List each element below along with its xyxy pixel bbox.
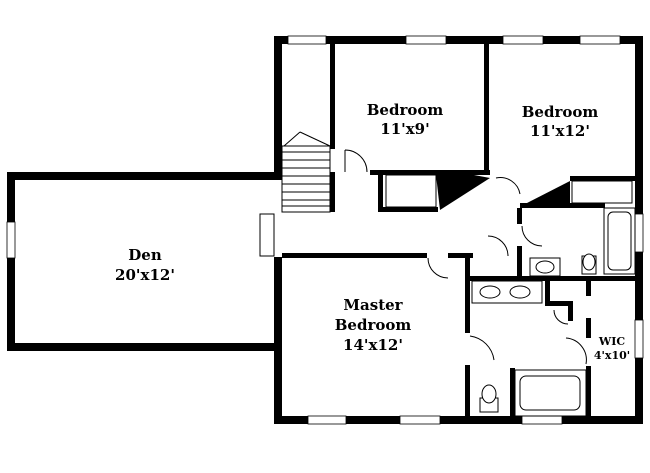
bedroom-2-name: Bedroom [522,103,599,121]
master-size: 14'x12' [343,336,403,354]
bedroom-2-size: 11'x12' [530,122,590,140]
wic-size: 4'x10' [594,349,630,362]
master-name-line-1: Master [343,296,403,314]
master-name-line-2: Bedroom [335,316,412,334]
exterior-walls [7,36,643,424]
room-label-master-bedroom: Master Bedroom 14'x12' [335,296,412,354]
bath-fixtures [471,207,636,417]
room-label-bedroom-2: Bedroom 11'x12' [522,103,599,140]
interior-walls [282,44,643,416]
bedroom-1-size: 11'x9' [380,120,429,138]
room-label-bedroom-1: Bedroom 11'x9' [367,101,444,138]
room-label-wic: WIC 4'x10' [594,335,630,362]
wic-name: WIC [598,335,625,348]
closet-shelves [385,174,633,210]
den-size: 20'x12' [115,266,175,284]
stairs [281,131,331,213]
room-label-den: Den 20'x12' [115,246,175,284]
bedroom-1-name: Bedroom [367,101,444,119]
windows [6,35,644,425]
den-name: Den [128,246,162,264]
railing [259,213,275,257]
doors [344,149,587,365]
